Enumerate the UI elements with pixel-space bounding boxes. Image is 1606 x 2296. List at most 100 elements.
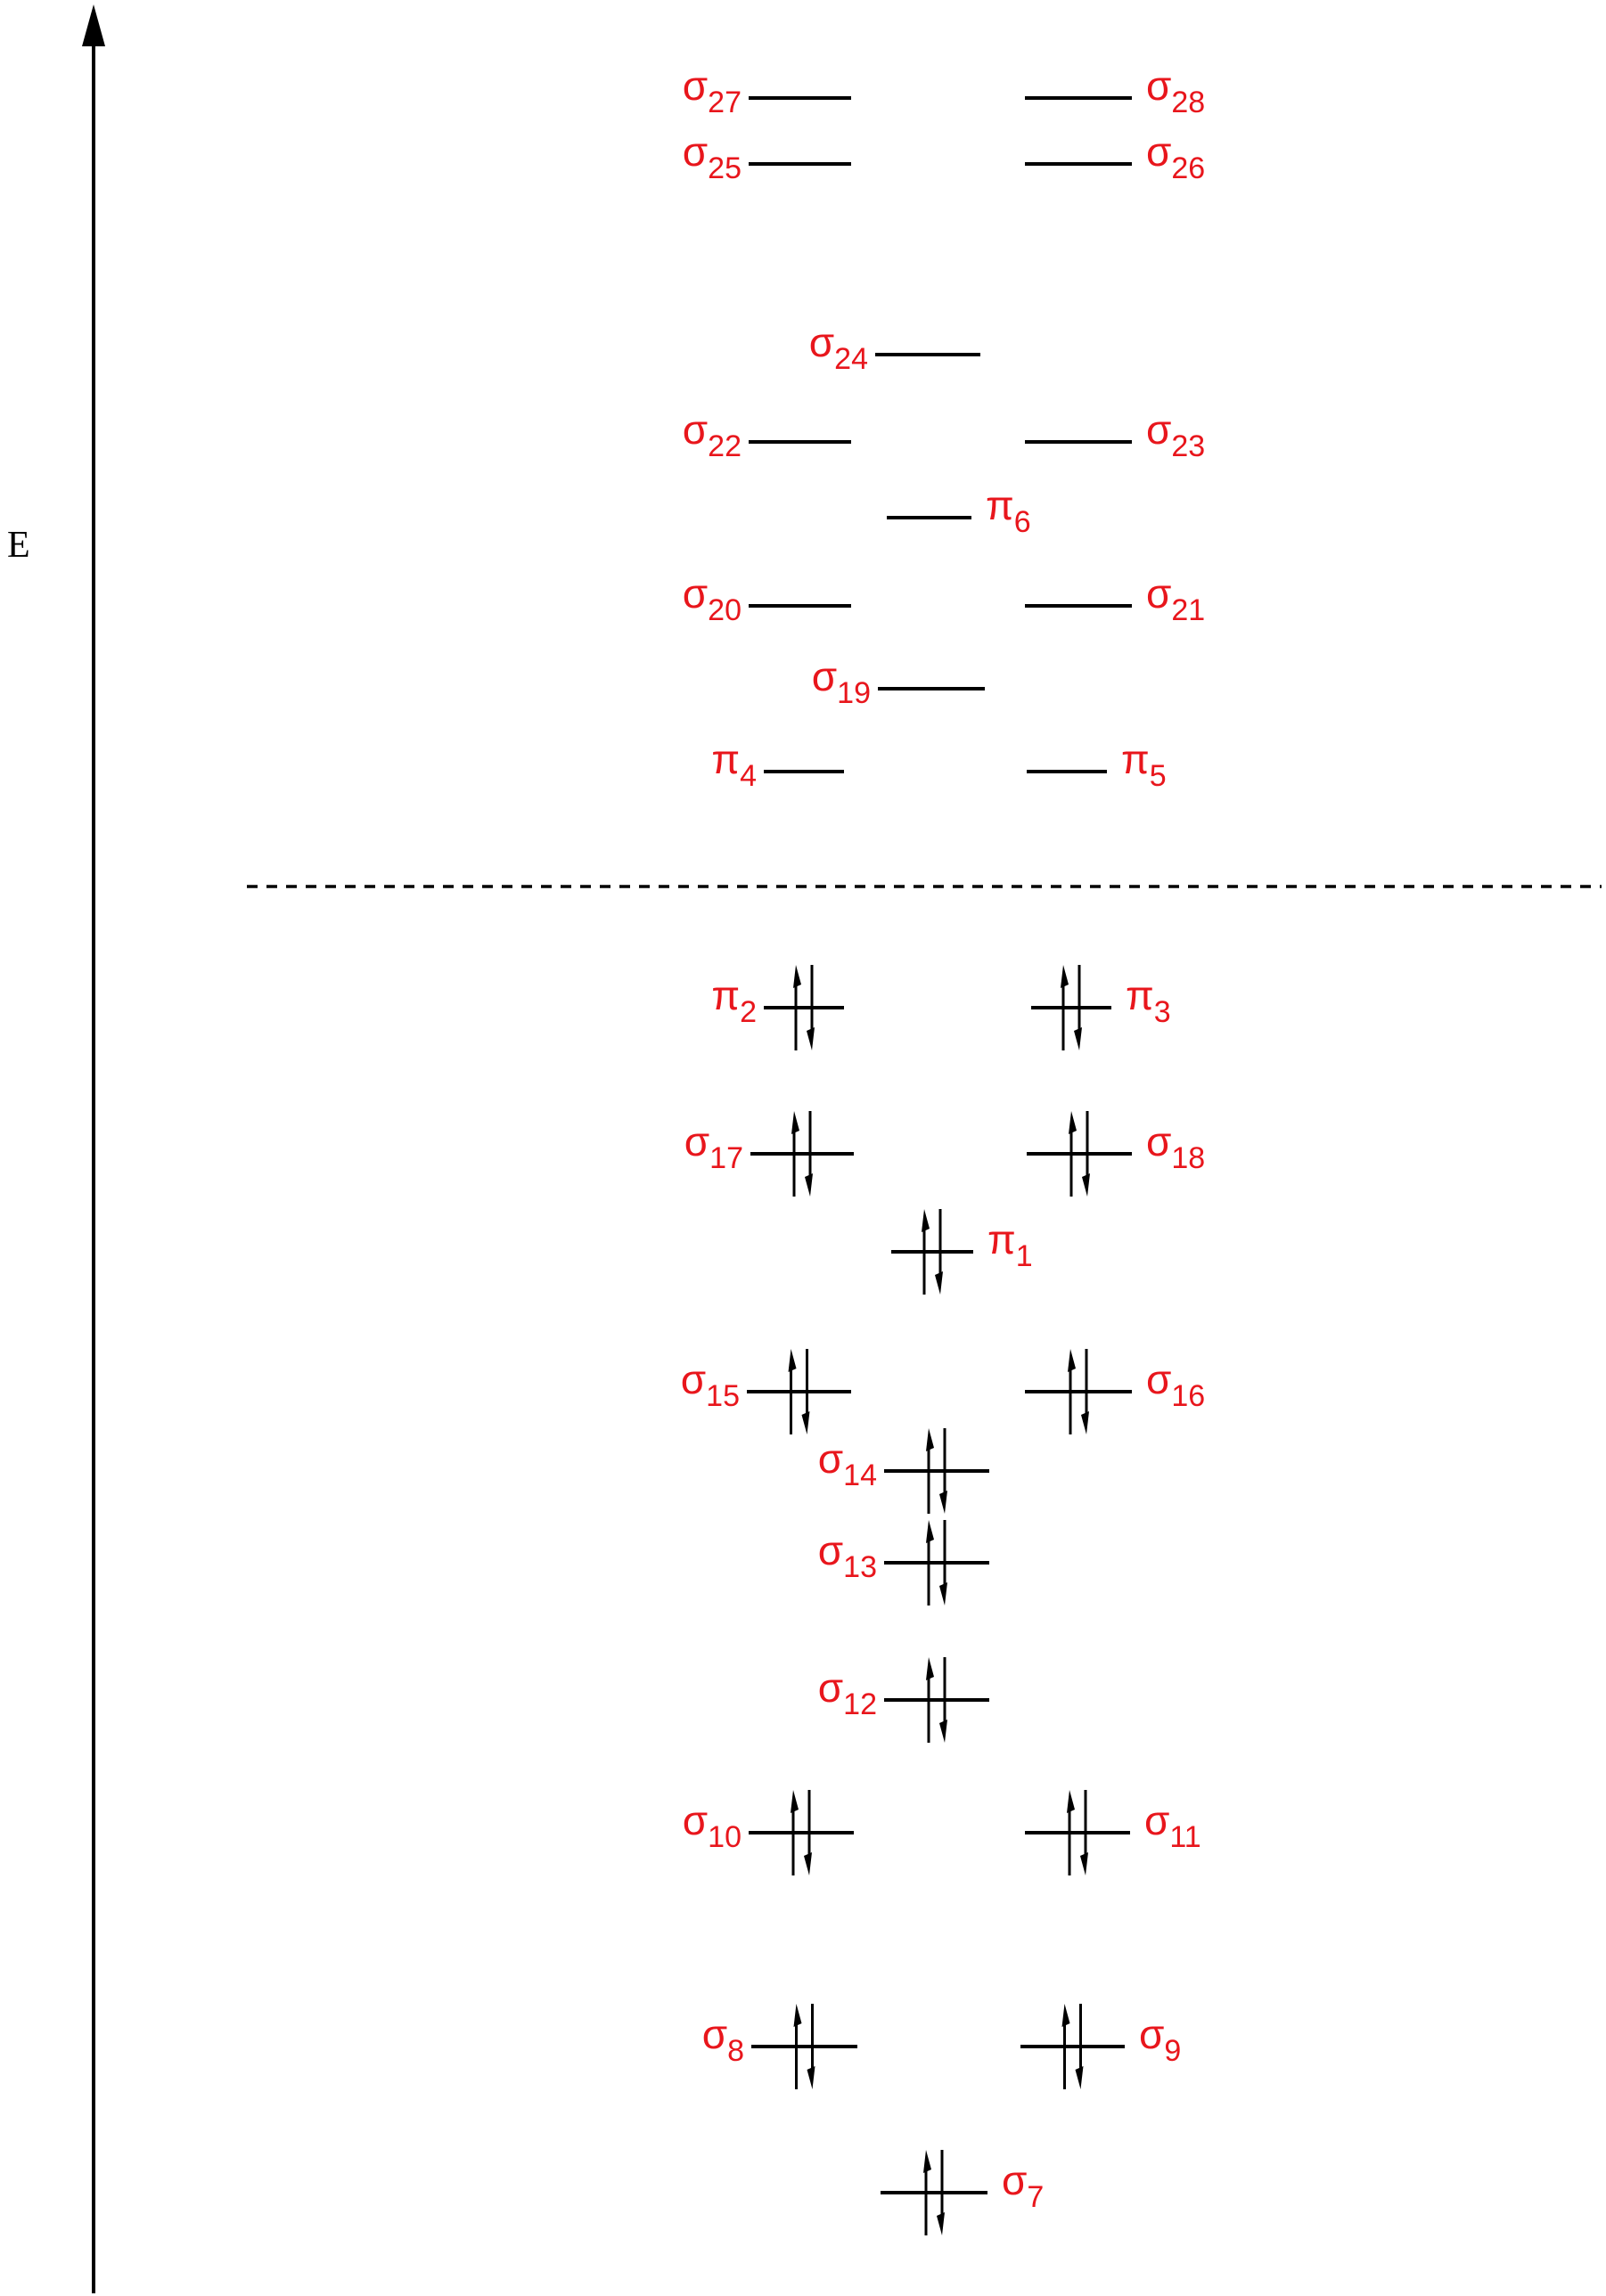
orbital-label: σ9 bbox=[1139, 2011, 1181, 2068]
orbital-index: 26 bbox=[1171, 151, 1205, 185]
orbital-sigma25: σ25 bbox=[683, 128, 851, 185]
orbital-label: π1 bbox=[987, 1216, 1033, 1273]
orbital-index: 3 bbox=[1154, 995, 1171, 1029]
orbital-sigma16: σ16 bbox=[1025, 1349, 1205, 1434]
orbital-index: 13 bbox=[843, 1550, 877, 1584]
orbital-pi3: π3 bbox=[1031, 965, 1171, 1050]
spin-up-arrow-icon bbox=[1067, 1790, 1075, 1875]
spin-up-arrow-icon bbox=[926, 1428, 934, 1514]
orbital-symbol: σ bbox=[1146, 1356, 1171, 1402]
orbital-symbol: σ bbox=[702, 2011, 727, 2057]
spin-up-arrow-icon bbox=[793, 965, 801, 1050]
orbital-label: σ15 bbox=[681, 1356, 740, 1413]
orbital-symbol: σ bbox=[1146, 62, 1171, 109]
orbital-label: σ27 bbox=[683, 62, 742, 119]
orbital-sigma24: σ24 bbox=[809, 319, 980, 376]
orbital-index: 22 bbox=[708, 429, 742, 463]
orbital-sigma9: σ9 bbox=[1020, 2004, 1181, 2089]
orbital-index: 17 bbox=[709, 1141, 743, 1175]
orbital-index: 21 bbox=[1171, 593, 1205, 627]
orbital-index: 28 bbox=[1171, 86, 1205, 119]
orbital-label: σ14 bbox=[818, 1435, 877, 1492]
orbital-index: 2 bbox=[740, 995, 757, 1029]
orbital-pi1: π1 bbox=[891, 1209, 1033, 1295]
orbital-pi5: π5 bbox=[1027, 736, 1167, 793]
orbital-symbol: σ bbox=[1002, 2157, 1027, 2203]
orbital-symbol: π bbox=[711, 972, 740, 1018]
orbital-sigma28: σ28 bbox=[1025, 62, 1205, 119]
orbital-index: 4 bbox=[740, 759, 757, 793]
orbital-symbol: π bbox=[987, 1216, 1016, 1262]
orbital-sigma13: σ13 bbox=[818, 1520, 989, 1606]
spin-up-arrow-icon bbox=[791, 1790, 799, 1875]
orbital-symbol: σ bbox=[1139, 2011, 1164, 2057]
orbital-symbol: σ bbox=[683, 1797, 708, 1843]
orbital-index: 27 bbox=[708, 86, 742, 119]
orbital-sigma26: σ26 bbox=[1025, 128, 1205, 185]
spin-up-arrow-icon bbox=[791, 1111, 799, 1197]
spin-up-arrow-icon bbox=[922, 1209, 930, 1295]
orbital-sigma23: σ23 bbox=[1025, 406, 1205, 463]
orbital-pi6: π6 bbox=[887, 482, 1031, 539]
orbital-sigma12: σ12 bbox=[818, 1657, 989, 1743]
spin-down-arrow-icon bbox=[807, 965, 815, 1050]
orbital-label: σ17 bbox=[684, 1118, 743, 1175]
orbital-index: 10 bbox=[708, 1820, 742, 1854]
orbital-label: σ20 bbox=[683, 570, 742, 627]
orbital-symbol: π bbox=[986, 482, 1014, 528]
orbital-index: 18 bbox=[1171, 1141, 1205, 1175]
orbital-sigma17: σ17 bbox=[684, 1111, 854, 1197]
orbital-label: π4 bbox=[711, 736, 757, 793]
orbital-sigma27: σ27 bbox=[683, 62, 851, 119]
spin-down-arrow-icon bbox=[937, 2150, 945, 2235]
spin-down-arrow-icon bbox=[939, 1428, 947, 1514]
spin-down-arrow-icon bbox=[939, 1520, 947, 1606]
orbital-symbol: σ bbox=[812, 653, 837, 699]
orbital-symbol: σ bbox=[681, 1356, 706, 1402]
spin-down-arrow-icon bbox=[939, 1657, 947, 1743]
orbital-sigma10: σ10 bbox=[683, 1790, 854, 1875]
spin-up-arrow-icon bbox=[926, 1520, 934, 1606]
orbital-label: σ10 bbox=[683, 1797, 742, 1854]
orbital-symbol: σ bbox=[809, 319, 834, 365]
spin-up-arrow-icon bbox=[1068, 1349, 1076, 1434]
spin-down-arrow-icon bbox=[1075, 2004, 1084, 2089]
spin-down-arrow-icon bbox=[1080, 1790, 1088, 1875]
orbital-symbol: σ bbox=[683, 62, 708, 109]
spin-up-arrow-icon bbox=[1069, 1111, 1077, 1197]
orbital-index: 24 bbox=[834, 342, 868, 376]
orbital-label: π6 bbox=[986, 482, 1031, 539]
orbital-sigma22: σ22 bbox=[683, 406, 851, 463]
energy-axis-arrowhead bbox=[82, 4, 105, 46]
spin-up-arrow-icon bbox=[793, 2004, 802, 2089]
orbital-label: π3 bbox=[1126, 972, 1171, 1029]
orbital-label: σ26 bbox=[1146, 128, 1205, 185]
orbital-index: 14 bbox=[843, 1458, 877, 1492]
orbital-symbol: σ bbox=[1144, 1797, 1169, 1843]
orbital-label: σ23 bbox=[1146, 406, 1205, 463]
orbital-sigma11: σ11 bbox=[1025, 1790, 1201, 1875]
orbital-sigma8: σ8 bbox=[702, 2004, 857, 2089]
spin-down-arrow-icon bbox=[1074, 965, 1082, 1050]
orbital-index: 8 bbox=[727, 2034, 744, 2068]
orbital-label: σ24 bbox=[809, 319, 868, 376]
spin-up-arrow-icon bbox=[1061, 965, 1069, 1050]
orbital-index: 5 bbox=[1150, 759, 1167, 793]
orbital-sigma7: σ7 bbox=[881, 2150, 1044, 2235]
spin-down-arrow-icon bbox=[1082, 1111, 1090, 1197]
orbital-index: 25 bbox=[708, 151, 742, 185]
orbital-symbol: σ bbox=[683, 128, 708, 175]
orbital-symbol: σ bbox=[1146, 1118, 1171, 1164]
orbital-label: π2 bbox=[711, 972, 757, 1029]
orbital-index: 11 bbox=[1169, 1820, 1200, 1854]
spin-down-arrow-icon bbox=[807, 2004, 815, 2089]
orbital-index: 1 bbox=[1016, 1239, 1033, 1273]
orbital-symbol: σ bbox=[683, 570, 708, 617]
orbital-pi4: π4 bbox=[711, 736, 844, 793]
orbital-sigma15: σ15 bbox=[681, 1349, 851, 1434]
orbital-label: σ25 bbox=[683, 128, 742, 185]
orbital-symbol: σ bbox=[1146, 406, 1171, 453]
orbital-index: 20 bbox=[708, 593, 742, 627]
spin-down-arrow-icon bbox=[804, 1790, 812, 1875]
